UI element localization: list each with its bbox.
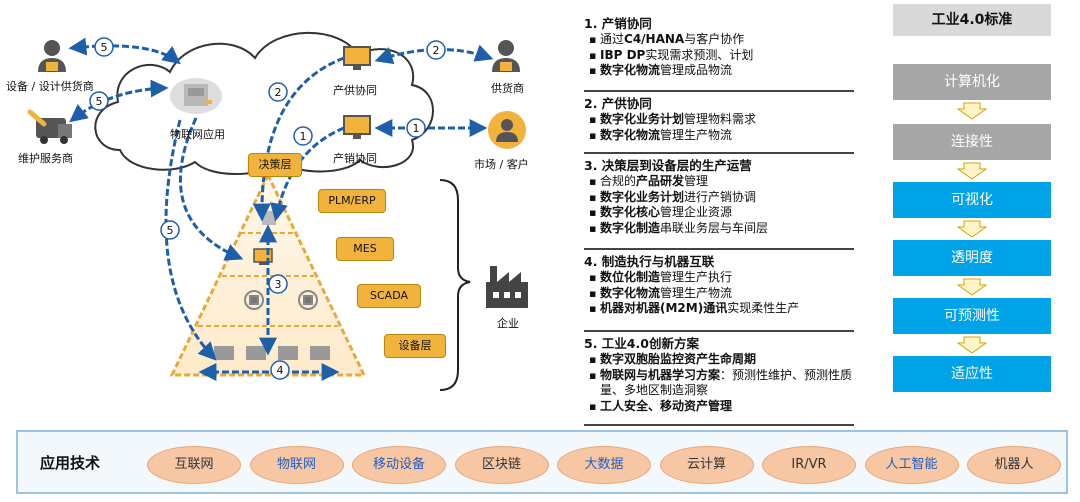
arrow-number: 5 [96, 95, 103, 108]
section-bullet: 数字化物流管理成品物流 [584, 63, 854, 79]
customer-person-icon [488, 111, 526, 149]
label-equipment-supplier: 设备 / 设计供货商 [6, 80, 94, 93]
section-bullet: 工人安全、移动资产管理 [584, 399, 854, 415]
pyramid-layer-tag: SCADA [357, 284, 421, 308]
arrow-number-circle [270, 360, 290, 380]
tech-pill: 移动设备 [352, 446, 446, 484]
pyramid-layer-tag: MES [336, 237, 394, 261]
section-divider [584, 424, 854, 426]
tech-pill: 大数据 [557, 446, 651, 484]
tech-pill: 区块链 [454, 446, 549, 484]
standard-level: 可视化 [893, 182, 1051, 218]
label-iot-app: 物联网应用 [170, 128, 225, 141]
section-divider [584, 248, 854, 250]
label-market-customer: 市场 / 客户 [474, 158, 529, 171]
down-arrow-icon [956, 162, 988, 180]
arrow-numbers: 5 5 2 2 1 1 3 4 5 [89, 37, 446, 380]
arrow-number-circle [268, 82, 288, 102]
section-divider [584, 152, 854, 154]
supplier-person-icon [492, 40, 520, 72]
down-arrow-icon [956, 102, 988, 120]
label-enterprise: 企业 [497, 317, 519, 330]
label-maintenance-provider: 维护服务商 [18, 152, 73, 165]
arrow-number: 1 [413, 122, 420, 135]
standard-title: 工业4.0标准 [893, 4, 1051, 36]
section-4: 4. 制造执行与机器互联数位化制造管理生产执行数字化物流管理生产物流机器对机器(… [584, 254, 854, 317]
section-title: 5. 工业4.0创新方案 [584, 336, 699, 351]
machines-row-icons [214, 346, 330, 360]
section-bullet: 数字化制造串联业务层与车间层 [584, 221, 854, 237]
tech-pill: 互联网 [147, 446, 241, 484]
section-divider [584, 330, 854, 332]
arrow-number: 1 [300, 130, 307, 143]
section-bullet: IBP DP实现需求预测、计划 [584, 48, 854, 64]
label-collab-mid: 产销协同 [333, 152, 377, 165]
enterprise-brace [439, 179, 471, 391]
section-bullet: 数位化制造管理生产执行 [584, 270, 854, 286]
arrow-number: 4 [277, 364, 284, 377]
label-collab-top: 产供协同 [333, 84, 377, 97]
tech-pill: IR/VR [762, 446, 856, 484]
standard-level: 适应性 [893, 356, 1051, 392]
section-bullet: 数字化业务计划进行产销协调 [584, 190, 854, 206]
pyramid-layer-tag: 设备层 [384, 334, 446, 358]
section-divider [584, 90, 854, 92]
arrow-number-circle [426, 40, 446, 60]
standard-level: 可预测性 [893, 298, 1051, 334]
section-1: 1. 产销协同通过C4/HANA与客户协作IBP DP实现需求预测、计划数字化物… [584, 16, 854, 79]
section-bullet: 通过C4/HANA与客户协作 [584, 32, 854, 48]
section-title: 3. 决策层到设备层的生产运营 [584, 158, 752, 173]
section-bullet: 数字化业务计划管理物料需求 [584, 112, 854, 128]
equipment-supplier-person-icon [38, 40, 66, 72]
app-tech-title: 应用技术 [40, 454, 101, 472]
down-arrow-icon [956, 336, 988, 354]
arrow-number: 2 [275, 86, 282, 99]
standard-level: 计算机化 [893, 64, 1051, 100]
arrow-number-circle [268, 274, 288, 294]
section-2: 2. 产供协同数字化业务计划管理物料需求数字化物流管理生产物流 [584, 96, 854, 143]
section-bullet: 数字双胞胎监控资产生命周期 [584, 352, 854, 368]
monitor-icon-mid [343, 115, 371, 139]
iot-machine-icon [170, 78, 222, 114]
arrow-number-circle [406, 118, 426, 138]
arrow-number: 2 [433, 44, 440, 57]
section-bullet: 数字化物流管理生产物流 [584, 286, 854, 302]
arrow-number: 3 [275, 278, 282, 291]
down-arrow-icon [956, 220, 988, 238]
factory-icon [486, 266, 528, 308]
standard-level: 连接性 [893, 124, 1051, 160]
section-bullet: 合规的产品研发管理 [584, 174, 854, 190]
down-arrow-icon [956, 278, 988, 296]
tech-pill: 人工智能 [864, 446, 959, 484]
section-bullet: 数字化核心管理企业资源 [584, 205, 854, 221]
section-5: 5. 工业4.0创新方案数字双胞胎监控资产生命周期物联网与机器学习方案：预测性维… [584, 336, 854, 414]
arrow-number-circle [89, 91, 109, 111]
arrow-number-circle [94, 37, 114, 57]
gear-cycle-icon-right [298, 290, 318, 310]
monitor-icon-top [343, 46, 371, 70]
tech-pill: 机器人 [967, 446, 1061, 484]
pyramid-layer-tag: PLM/ERP [318, 189, 386, 213]
architecture-diagram: 5 5 2 2 1 1 3 4 5 [27, 31, 528, 391]
arrow-number: 5 [167, 224, 174, 237]
section-bullet: 数字化物流管理生产物流 [584, 128, 854, 144]
section-title: 4. 制造执行与机器互联 [584, 254, 715, 269]
tech-pill: 云计算 [659, 446, 754, 484]
arrow-number: 5 [101, 41, 108, 54]
label-supplier: 供货商 [491, 82, 524, 95]
section-title: 2. 产供协同 [584, 96, 652, 111]
tech-pill: 物联网 [249, 446, 344, 484]
arrow-number-circle [293, 126, 313, 146]
section-title: 1. 产销协同 [584, 16, 652, 31]
section-3: 3. 决策层到设备层的生产运营合规的产品研发管理数字化业务计划进行产销协调数字化… [584, 158, 854, 236]
arrow-number-circle [160, 220, 180, 240]
standard-level: 透明度 [893, 240, 1051, 276]
section-bullet: 物联网与机器学习方案：预测性维护、预测性质量、多地区制造洞察 [584, 368, 854, 399]
decision-layer-tag: 决策层 [248, 153, 302, 177]
maintenance-truck-icon [27, 109, 72, 144]
section-bullet: 机器对机器(M2M)通讯实现柔性生产 [584, 301, 854, 317]
